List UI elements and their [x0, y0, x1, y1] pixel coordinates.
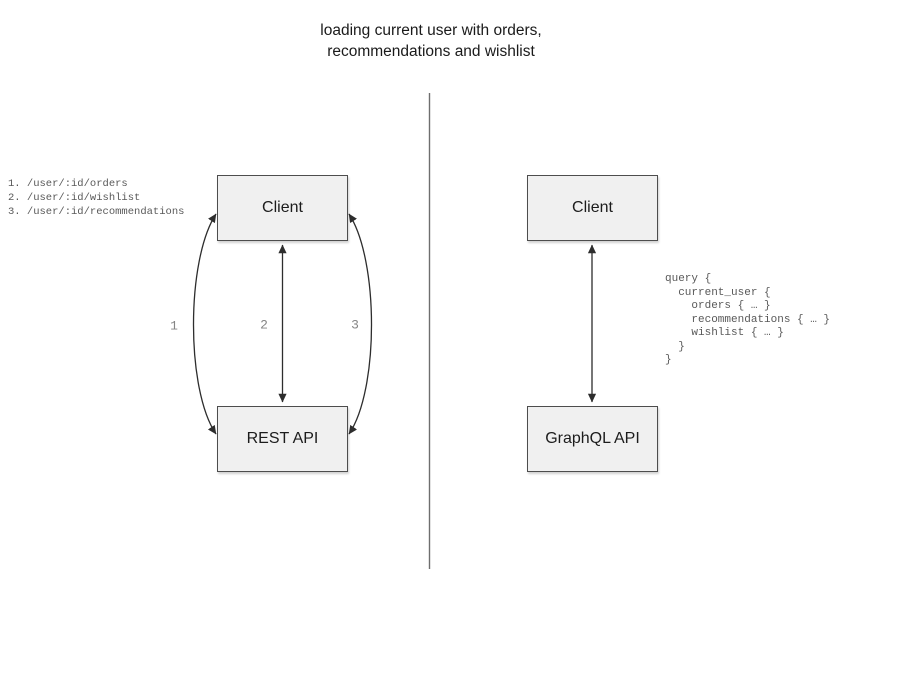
graphql-api-box-label: GraphQL API	[545, 430, 640, 447]
arrow-label-2: 2	[260, 317, 268, 333]
rest-endpoint-list: 1. /user/:id/orders 2. /user/:id/wishlis…	[8, 178, 185, 218]
arrow-label-3: 3	[351, 317, 359, 333]
client-box-rest-label: Client	[262, 199, 303, 216]
rest-api-box-label: REST API	[246, 430, 319, 447]
orders-arc-arrow	[192, 213, 217, 435]
graphql-api-box: GraphQL API	[527, 406, 658, 472]
arrow-label-1: 1	[170, 318, 178, 334]
client-box-graphql-label: Client	[572, 199, 613, 216]
client-box-graphql: Client	[527, 175, 658, 241]
diagram-title: loading current user with orders, recomm…	[320, 22, 542, 60]
rest-api-box: REST API	[217, 406, 348, 472]
client-box-rest: Client	[217, 175, 348, 241]
graphql-query-code: query { current_user { orders { … } reco…	[665, 273, 831, 366]
